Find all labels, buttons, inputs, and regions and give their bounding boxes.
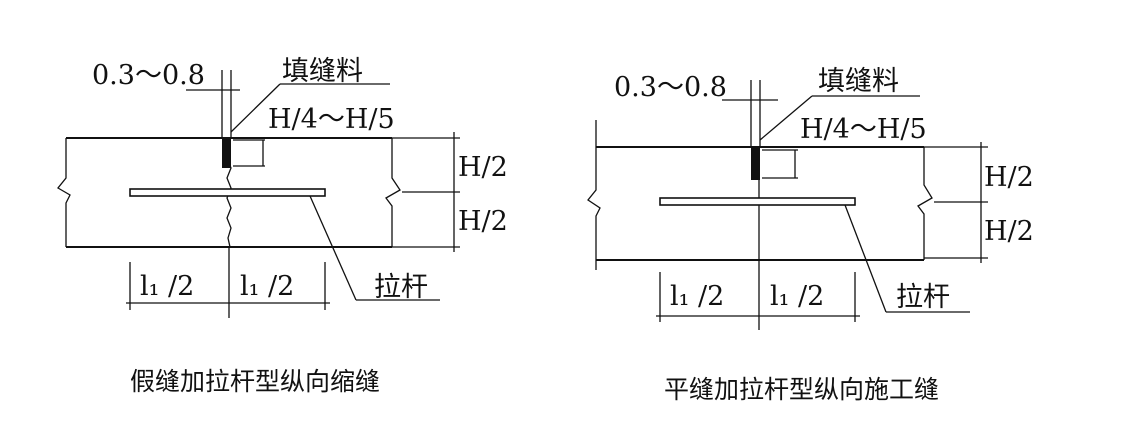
gap-label: 0.3～0.8 (614, 72, 727, 103)
filler-leader (230, 83, 281, 133)
lower-half-label: H/2 (984, 216, 1034, 247)
tie-bar (129, 188, 326, 197)
tie-bar-label: 拉杆 (896, 282, 950, 313)
lower-half-label: H/2 (458, 206, 508, 237)
right-length-label: l₁ /2 (770, 281, 824, 312)
joint-filler (222, 138, 231, 168)
left-length-label: l₁ /2 (140, 271, 194, 302)
upper-half-label: H/2 (458, 152, 508, 183)
joint-filler (751, 147, 760, 180)
right-break-line (385, 138, 401, 247)
left-break-line (587, 120, 601, 270)
depth-label: H/4～H/5 (800, 114, 927, 145)
dummy-joint-diagram: 0.3～0.8 填缝料 H/4～H/5 H/2 H/2 l₁ /2 l₁ /2 … (57, 56, 508, 396)
right-length-label: l₁ /2 (240, 271, 294, 302)
filler-label: 填缝料 (818, 66, 899, 97)
left-length-label: l₁ /2 (670, 281, 724, 312)
upper-half-label: H/2 (984, 162, 1034, 193)
tie-bar (659, 197, 856, 206)
filler-leader (759, 95, 813, 141)
depth-label: H/4～H/5 (268, 104, 395, 135)
diagram-caption: 平缝加拉杆型纵向施工缝 (664, 375, 939, 404)
left-break-line (57, 138, 71, 247)
tie-bar-leader (309, 195, 357, 301)
butt-joint-diagram: 0.3～0.8 填缝料 H/4～H/5 H/2 H/2 l₁ /2 l₁ /2 … (587, 66, 1034, 404)
tie-bar-leader (844, 204, 887, 313)
diagram-caption: 假缝加拉杆型纵向缩缝 (130, 367, 380, 396)
right-break-line (917, 147, 933, 260)
filler-label: 填缝料 (282, 56, 363, 87)
gap-label: 0.3～0.8 (92, 60, 205, 91)
tie-bar-label: 拉杆 (374, 272, 428, 303)
